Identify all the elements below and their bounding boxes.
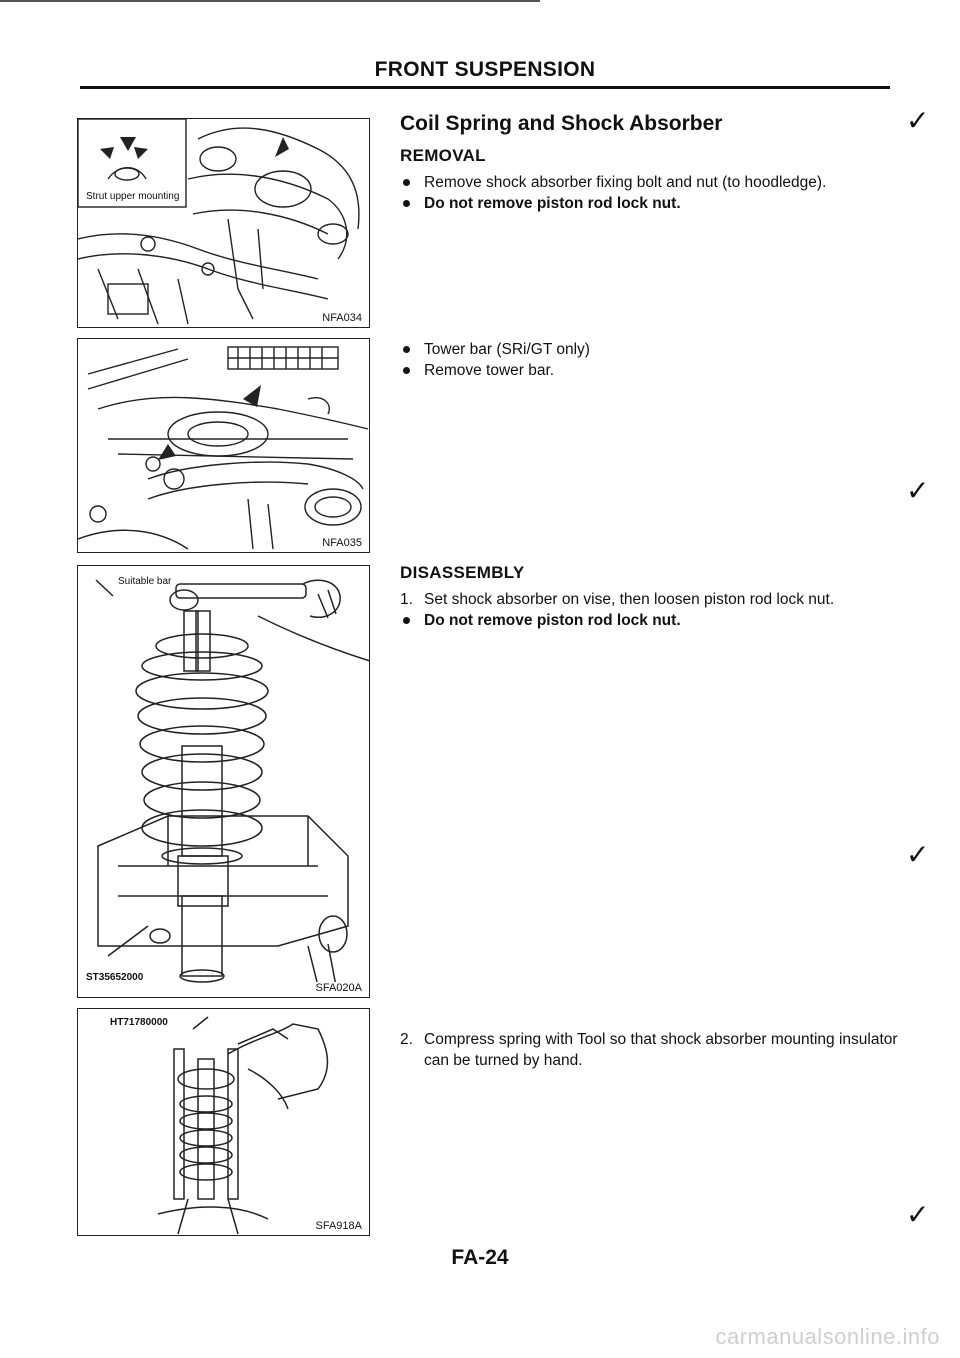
spring-vise-illustration (95, 579, 369, 987)
removal-block: REMOVAL Remove shock absorber fixing bol… (400, 146, 900, 214)
check-mark-icon: ✓ (906, 839, 930, 870)
check-mark-icon: ✓ (906, 105, 930, 136)
figure-spring-on-vise: Suitable bar ST35652000 SFA020A (77, 565, 370, 998)
step-text: Set shock absorber on vise, then loosen … (424, 591, 835, 608)
callout-strut-upper-mounting: Strut upper mounting (84, 191, 182, 202)
disassembly-block: DISASSEMBLY 1. Set shock absorber on vis… (400, 563, 900, 631)
step-number: 2. (400, 1031, 413, 1048)
spring-compressor-illustration (157, 1016, 329, 1235)
removal-heading: REMOVAL (400, 146, 486, 165)
figure-code: NFA034 (320, 312, 364, 324)
disassembly-step-2: 2. Compress spring with Tool so that sho… (400, 1029, 900, 1071)
step-number: 1. (400, 591, 413, 608)
tower-bar-instruction: Remove tower bar. (400, 360, 900, 381)
figure-code: NFA035 (320, 537, 364, 549)
figure-code: SFA918A (313, 1220, 364, 1232)
section-title-block: Coil Spring and Shock Absorber (400, 112, 900, 136)
figure-spring-compressor: HT71780000 SFA918A (77, 1008, 370, 1236)
removal-step-fixing-bolt: Remove shock absorber fixing bolt and nu… (400, 172, 900, 193)
section-title: Coil Spring and Shock Absorber (400, 112, 723, 135)
scan-top-line (0, 0, 540, 2)
page-header: FRONT SUSPENSION (374, 58, 596, 81)
watermark: carmanualsonline.info (715, 1324, 940, 1349)
callout-suitable-bar: Suitable bar (116, 576, 174, 587)
removal-note-lock-nut: Do not remove piston rod lock nut. (400, 193, 900, 214)
disassembly-note-lock-nut: Do not remove piston rod lock nut. (400, 610, 900, 631)
header-rule (80, 86, 890, 89)
page-number: FA-24 (451, 1246, 509, 1269)
figure-tower-bar: NFA035 (77, 338, 370, 553)
disassembly-step-1: 1. Set shock absorber on vise, then loos… (400, 589, 900, 610)
step-text: Compress spring with Tool so that shock … (424, 1031, 898, 1069)
tower-bar-block: Tower bar (SRi/GT only) Remove tower bar… (400, 339, 900, 381)
check-mark-icon: ✓ (906, 1199, 930, 1230)
tower-bar-item: Tower bar (SRi/GT only) (400, 339, 900, 360)
figure-strut-upper-mounting: Strut upper mounting NFA034 (77, 118, 370, 328)
check-mark-icon: ✓ (906, 475, 930, 506)
callout-tool-number: HT71780000 (108, 1017, 170, 1028)
strut-mounting-illustration (78, 119, 360, 325)
callout-tool-number: ST35652000 (84, 972, 146, 983)
figure-code: SFA020A (313, 982, 364, 994)
tower-bar-illustration (78, 346, 369, 550)
disassembly-step-2-block: 2. Compress spring with Tool so that sho… (400, 1029, 900, 1071)
disassembly-heading: DISASSEMBLY (400, 563, 525, 582)
